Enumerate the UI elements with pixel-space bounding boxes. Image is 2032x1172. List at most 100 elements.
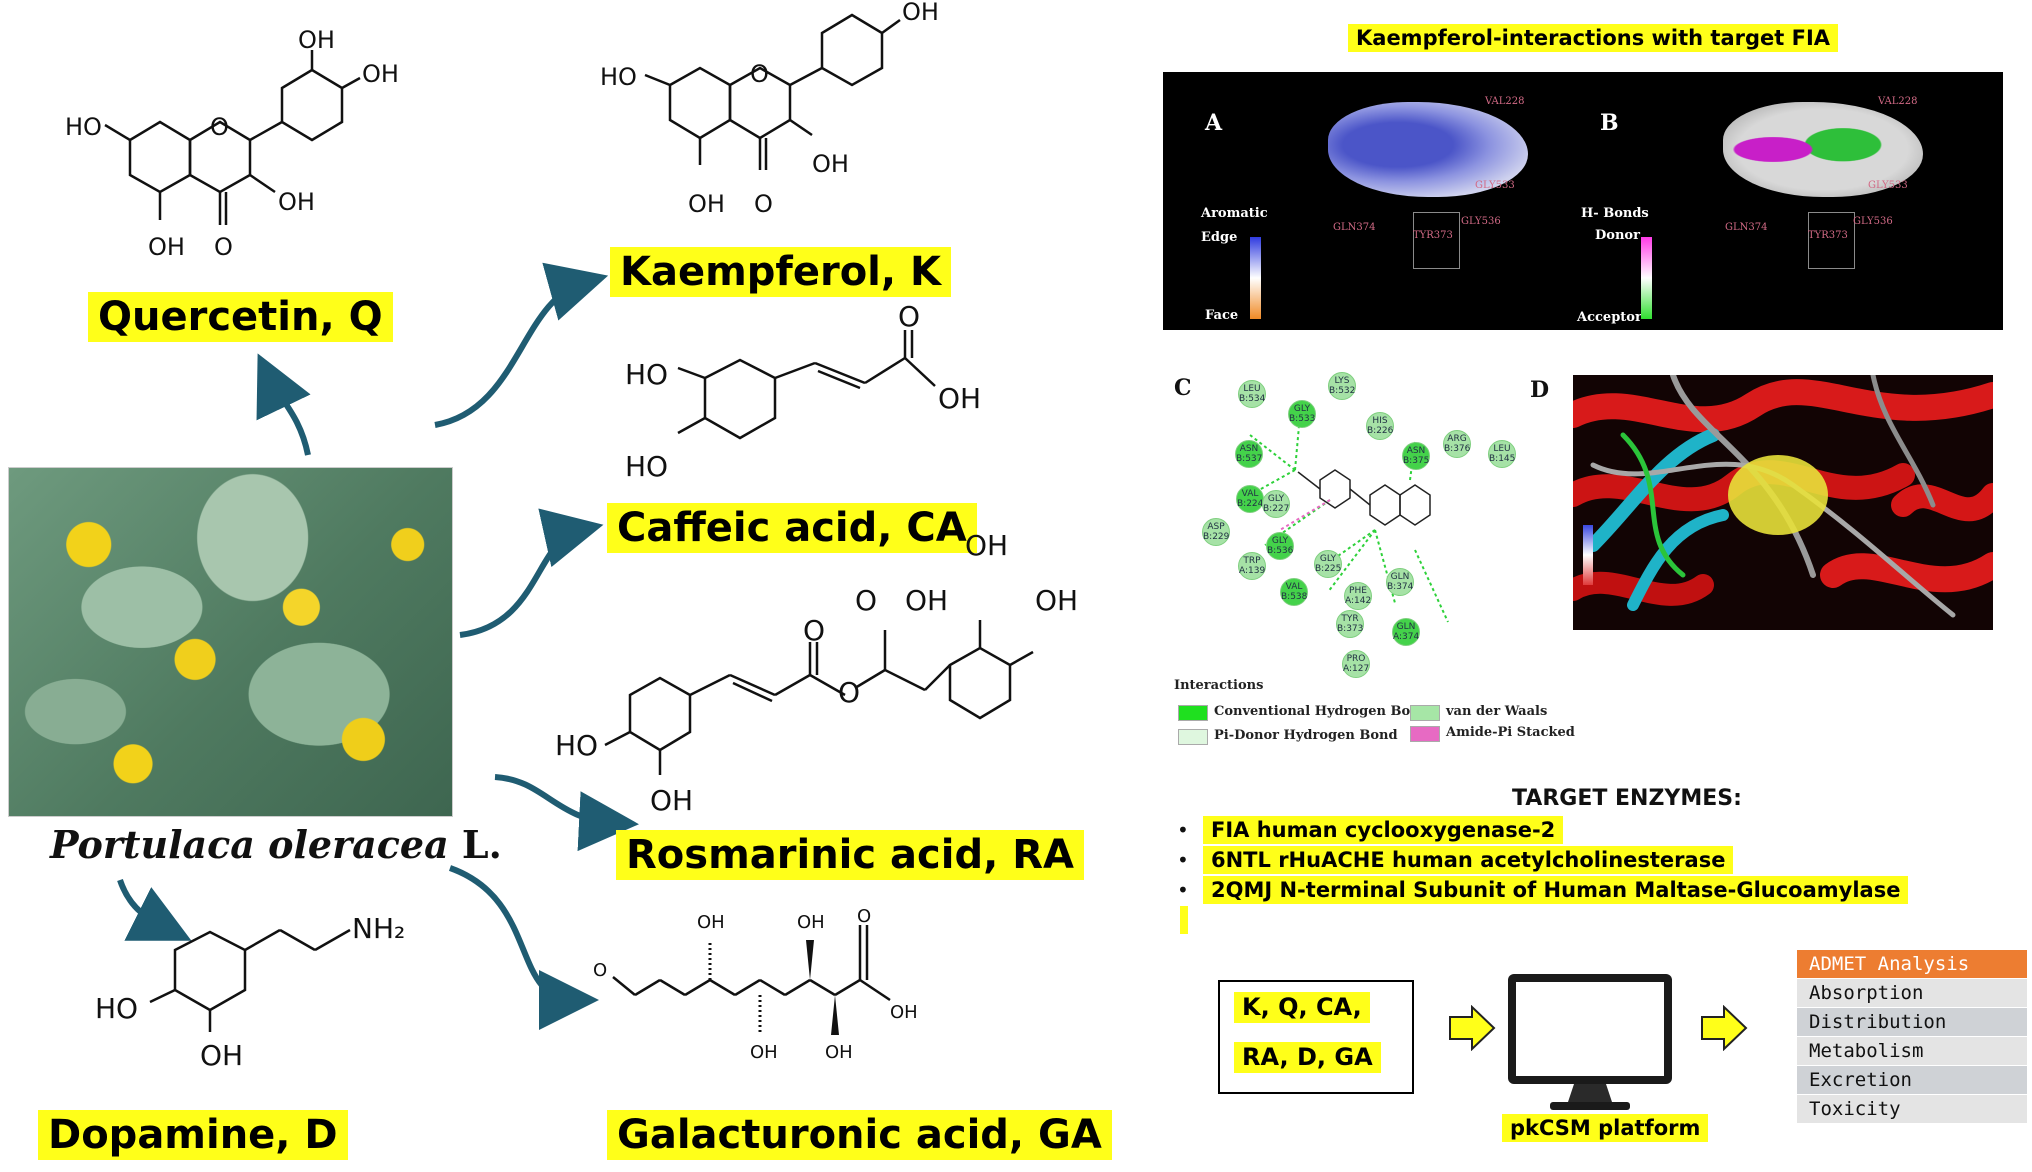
portulaca-photo	[8, 467, 453, 817]
face-label: Face	[1205, 308, 1239, 323]
panel-c-label: C	[1174, 375, 1192, 401]
atom-label: HO	[625, 358, 668, 391]
admet-header: ADMET Analysis	[1797, 950, 2027, 979]
atom-label: OH	[812, 150, 849, 178]
target-item: 6NTL rHuACHE human acetylcholinesterase	[1203, 846, 1734, 875]
pkcsm-platform-label: pkCSM platform	[1502, 1114, 1709, 1143]
residue-label: GLY536	[1853, 216, 1893, 227]
atom-label: OH	[650, 784, 693, 817]
kaempferol-structure: HO O OH OH OH O	[600, 0, 939, 218]
compound-list-line2: RA, D, GA	[1234, 1042, 1381, 1074]
hbonds-label: H- Bonds	[1581, 206, 1649, 221]
atom-label: O	[898, 300, 920, 333]
atom-label: HO	[65, 113, 102, 141]
atom-label: O	[750, 60, 769, 88]
atom-label: OH	[298, 26, 335, 54]
residue-bubble: GLY B:225	[1314, 550, 1342, 578]
admet-row: Distribution	[1797, 1008, 2027, 1037]
bullet-icon: •	[1177, 818, 1189, 842]
arrow-to-rosmarinic	[494, 774, 639, 852]
panel-a-label: A	[1205, 110, 1223, 136]
residue-bubble: LEU B:145	[1488, 440, 1516, 468]
residue-label: GLY533	[1868, 180, 1908, 191]
admet-row: Metabolism	[1797, 1037, 2027, 1066]
plant-species: Portulaca oleracea	[50, 822, 449, 867]
atom-label: OH	[362, 60, 399, 88]
residue-bubble: PRO A:127	[1342, 650, 1370, 678]
dopamine-label: Dopamine, D	[38, 1110, 348, 1160]
legend-pidonor: Pi-Donor Hydrogen Bond	[1214, 728, 1398, 743]
surface-b	[1723, 102, 1923, 197]
plant-authority: L.	[461, 822, 502, 867]
caffeic-acid-label: Caffeic acid, CA	[607, 503, 977, 553]
residue-bubble: LYS B:532	[1328, 372, 1356, 400]
admet-row: Absorption	[1797, 979, 2027, 1008]
atom-label: O	[210, 113, 229, 141]
residue-bubble: GLY B:536	[1266, 532, 1294, 560]
legend-vdw: van der Waals	[1446, 704, 1548, 719]
atom-label: OH	[688, 190, 725, 218]
bullet-icon: •	[1177, 878, 1189, 902]
panel-d-label: D	[1530, 377, 1550, 403]
arrow-to-galacturonic	[448, 865, 599, 1030]
computer-monitor-icon	[1508, 974, 1672, 1110]
atom-label: O	[855, 584, 877, 617]
residue-bubble: VAL B:538	[1280, 578, 1308, 606]
residue-bubble: LEU B:534	[1238, 380, 1266, 408]
atom-label: OH	[697, 912, 725, 933]
kaempferol-label: Kaempferol, K	[610, 247, 951, 297]
residue-label: TYR373	[1413, 230, 1453, 241]
atom-label: OH	[905, 584, 948, 617]
targets-title: TARGET ENZYMES:	[1512, 786, 1742, 811]
residue-label: VAL228	[1485, 96, 1525, 107]
dopamine-structure: NH₂ HO OH	[95, 912, 405, 1072]
hbond-colorbar	[1641, 237, 1652, 319]
atom-label: NH₂	[352, 912, 405, 945]
panel-b-label: B	[1600, 110, 1619, 136]
atom-label: OH	[797, 912, 825, 933]
residue-bubble: ARG B:376	[1443, 430, 1471, 458]
legend-swatch-pidonor	[1178, 729, 1208, 745]
residue-label: VAL228	[1878, 96, 1918, 107]
atom-label: HO	[600, 63, 637, 91]
atom-label: OH	[902, 0, 939, 26]
atom-label: OH	[825, 1042, 853, 1063]
galacturonic-acid-structure: O OH OH O OH OH OH	[593, 906, 918, 1063]
residue-label: GLN374	[1333, 222, 1376, 233]
bullet-icon: •	[1177, 848, 1189, 872]
residue-bubble: ASP B:229	[1202, 518, 1230, 546]
arrow-to-kaempferol	[434, 262, 609, 428]
highlight-marker	[1180, 906, 1188, 934]
ligand-a	[1413, 212, 1460, 269]
legend-swatch-conventional	[1178, 705, 1208, 721]
compound-list-box: K, Q, CA, RA, D, GA	[1218, 980, 1414, 1094]
atom-label: O	[803, 614, 825, 647]
donor-label: Donor	[1595, 228, 1640, 243]
residue-bubble: GLN B:374	[1386, 568, 1414, 596]
residue-label: GLY536	[1461, 216, 1501, 227]
residue-label: TYR373	[1808, 230, 1848, 241]
atom-label: OH	[278, 188, 315, 216]
aromatic-label: Aromatic	[1201, 206, 1268, 221]
legend-title: Interactions	[1174, 678, 1264, 693]
residue-bubble: HIS B:226	[1366, 412, 1394, 440]
residue-bubble: ASN B:537	[1235, 440, 1263, 468]
atom-label: HO	[625, 450, 668, 483]
galacturonic-acid-label: Galacturonic acid, GA	[607, 1110, 1112, 1160]
atom-label: O	[214, 233, 233, 261]
interaction-title: Kaempferol-interactions with target FIA	[1348, 24, 1839, 53]
plant-name: Portulaca oleracea L.	[50, 822, 502, 867]
atom-label: OH	[148, 233, 185, 261]
block-arrow-icon	[1701, 1005, 1748, 1051]
residue-bubble: TYR B:373	[1336, 610, 1364, 638]
acceptor-label: Acceptor	[1577, 310, 1642, 325]
residue-bubble: PHE A:142	[1344, 582, 1372, 610]
rosmarinic-acid-structure: O O O OH OH OH HO OH	[555, 529, 1078, 817]
atom-label: OH	[750, 1042, 778, 1063]
interaction-diagram-c: C LYS B:532 LEU B:534 GLY B:533 HIS B:22…	[1170, 360, 1575, 750]
atom-label: O	[754, 190, 773, 218]
block-arrow-icon	[1449, 1005, 1496, 1051]
atom-label: O	[838, 676, 860, 709]
residue-bubble: GLY B:533	[1288, 400, 1316, 428]
